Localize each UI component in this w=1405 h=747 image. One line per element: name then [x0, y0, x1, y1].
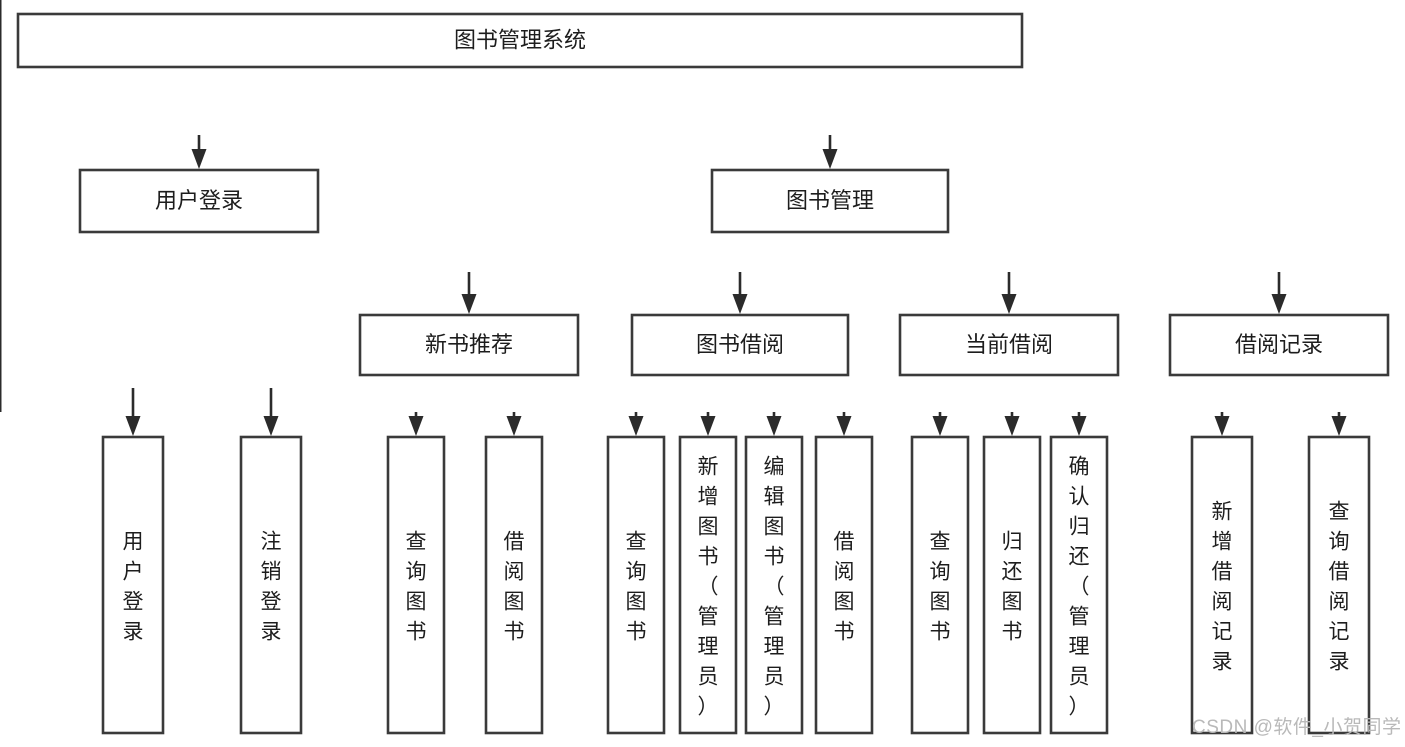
root-to-l2-arrow-1 [822, 149, 838, 169]
node-leaf-10-rect [1049, 435, 1109, 735]
current-leaves-arrow-0 [932, 416, 948, 436]
node-leaf-2-rect [386, 435, 446, 735]
node-root-label: 图书管理系统 [454, 27, 586, 52]
node-level3-2-label: 当前借阅 [965, 332, 1053, 357]
node-leaf-9-label: 归还图书 [1002, 530, 1023, 643]
node-leaf-3-rect [484, 435, 544, 735]
node-level2-1-label: 图书管理 [786, 188, 874, 213]
node-level2-0-label: 用户登录 [155, 188, 243, 213]
root-to-l2-arrow-0 [191, 149, 207, 169]
node-leaf-7[interactable]: 借阅图书 [814, 435, 874, 735]
node-leaf-6-rect [744, 435, 804, 735]
node-leaf-4[interactable]: 查询图书 [606, 435, 666, 735]
node-leaf-12[interactable]: 查询借阅记录 [1307, 435, 1371, 735]
books-to-l3-arrow-3 [1271, 294, 1287, 314]
node-level3-3-label: 借阅记录 [1235, 332, 1323, 357]
node-leaf-7-label: 借阅图书 [834, 530, 855, 643]
node-leaf-8-label: 查询图书 [930, 530, 951, 643]
borrow-leaves-arrow-1 [700, 416, 716, 436]
newbook-leaves-arrow-0 [408, 416, 424, 436]
node-leaf-11-rect [1190, 435, 1254, 735]
node-level2-0[interactable]: 用户登录 [78, 168, 320, 234]
node-leaf-12-label: 查询借阅记录 [1329, 500, 1350, 673]
node-leaf-8-rect [910, 435, 970, 735]
node-level3-0-label: 新书推荐 [425, 332, 513, 357]
borrow-leaves-arrow-0 [628, 416, 644, 436]
node-root-rect [16, 12, 1024, 69]
books-to-l3-arrow-1 [732, 294, 748, 314]
node-leaf-7-rect [814, 435, 874, 735]
node-leaf-4-label: 查询图书 [626, 530, 647, 643]
node-leaf-0-rect [101, 435, 165, 735]
node-level3-2-rect [898, 313, 1120, 377]
current-leaves-arrow-1 [1004, 416, 1020, 436]
node-level3-1[interactable]: 图书借阅 [630, 313, 850, 377]
newbook-leaves-arrow-1 [506, 416, 522, 436]
borrow-leaves-arrow-2 [766, 416, 782, 436]
node-leaf-6-label: 编辑图书（管理员） [764, 455, 785, 718]
node-leaf-11[interactable]: 新增借阅记录 [1190, 435, 1254, 735]
node-leaf-0-label: 用户登录 [123, 530, 144, 643]
node-leaf-8[interactable]: 查询图书 [910, 435, 970, 735]
node-leaf-9[interactable]: 归还图书 [982, 435, 1042, 735]
node-leaf-3[interactable]: 借阅图书 [484, 435, 544, 735]
node-level3-2[interactable]: 当前借阅 [898, 313, 1120, 377]
node-level3-3[interactable]: 借阅记录 [1168, 313, 1390, 377]
node-layer: 图书管理系统用户登录图书管理新书推荐图书借阅当前借阅借阅记录用户登录注销登录查询… [16, 12, 1390, 735]
login-leaves-arrow-1 [263, 416, 279, 436]
node-leaf-9-rect [982, 435, 1042, 735]
node-leaf-6[interactable]: 编辑图书（管理员） [744, 435, 804, 735]
node-leaf-5-rect [678, 435, 738, 735]
login-leaves-arrow-0 [125, 416, 141, 436]
record-leaves-arrow-0 [1214, 416, 1230, 436]
books-to-l3-arrow-2 [1001, 294, 1017, 314]
node-level3-0[interactable]: 新书推荐 [358, 313, 580, 377]
node-leaf-2[interactable]: 查询图书 [386, 435, 446, 735]
node-leaf-11-label: 新增借阅记录 [1212, 500, 1233, 673]
node-leaf-1-rect [239, 435, 303, 735]
books-to-l3-arrow-0 [461, 294, 477, 314]
connector-layer [0, 0, 1347, 436]
node-leaf-10[interactable]: 确认归还（管理员） [1049, 435, 1109, 735]
node-level2-1[interactable]: 图书管理 [710, 168, 950, 234]
node-leaf-2-label: 查询图书 [406, 530, 427, 643]
record-leaves-arrow-1 [1331, 416, 1347, 436]
node-level3-0-rect [358, 313, 580, 377]
node-leaf-5[interactable]: 新增图书（管理员） [678, 435, 738, 735]
node-level3-1-rect [630, 313, 850, 377]
node-level2-1-rect [710, 168, 950, 234]
node-leaf-0[interactable]: 用户登录 [101, 435, 165, 735]
node-leaf-4-rect [606, 435, 666, 735]
node-leaf-1[interactable]: 注销登录 [239, 435, 303, 735]
node-leaf-3-label: 借阅图书 [504, 530, 525, 643]
current-leaves-arrow-2 [1071, 416, 1087, 436]
node-level3-1-label: 图书借阅 [696, 332, 784, 357]
node-leaf-12-rect [1307, 435, 1371, 735]
borrow-leaves-arrow-3 [836, 416, 852, 436]
node-leaf-10-label: 确认归还（管理员） [1069, 455, 1090, 718]
node-leaf-1-label: 注销登录 [261, 530, 282, 643]
node-leaf-5-label: 新增图书（管理员） [698, 455, 719, 718]
node-level2-0-rect [78, 168, 320, 234]
node-level3-3-rect [1168, 313, 1390, 377]
node-root[interactable]: 图书管理系统 [16, 12, 1024, 69]
